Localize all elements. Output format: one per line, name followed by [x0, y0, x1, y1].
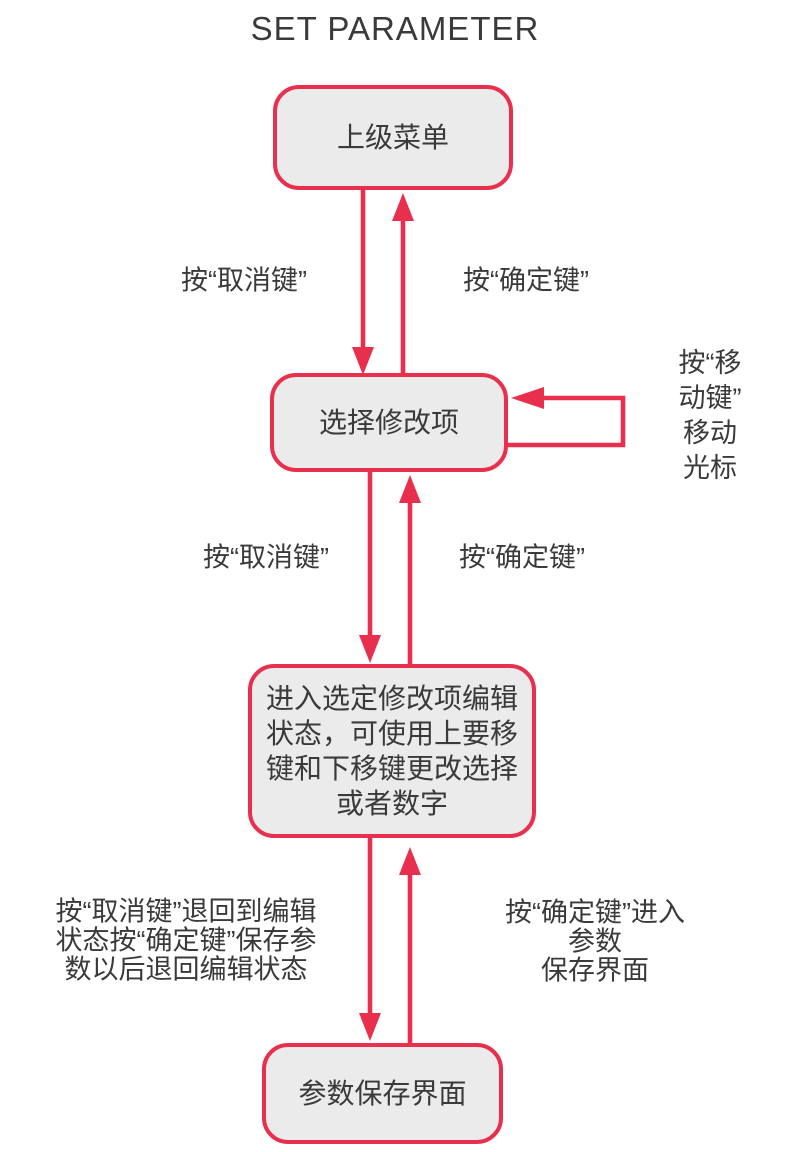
node-select-item: 选择修改项 [270, 373, 508, 472]
arrowhead-down-icon [359, 635, 381, 663]
arrowhead-up-icon [399, 475, 421, 503]
edge-label-confirm-bottom: 按“确定键”进入参数 保存界面 [505, 897, 685, 986]
node-save-screen-label: 参数保存界面 [298, 1078, 467, 1109]
arrow-confirm-mid [399, 475, 421, 664]
arrow-cancel-bottom [359, 838, 381, 1041]
arrowhead-down-icon [359, 1013, 381, 1041]
node-save-screen: 参数保存界面 [262, 1043, 503, 1144]
arrow-cancel-top [352, 190, 374, 375]
arrowhead-left-icon [511, 387, 544, 409]
edge-label-confirm-mid: 按“确定键” [459, 542, 585, 573]
arrow-move-loop [506, 387, 623, 445]
page-title: SET PARAMETER [250, 10, 540, 47]
arrow-confirm-top [392, 193, 414, 373]
edge-label-move-loop: 按“移动键” 移动光标 [678, 348, 742, 483]
arrow-cancel-mid [359, 472, 381, 663]
arrowhead-down-icon [352, 347, 374, 375]
edge-label-cancel-mid: 按“取消键” [203, 542, 329, 573]
node-select-item-label: 选择修改项 [318, 407, 459, 438]
edge-label-cancel-bottom: 按“取消键”退回到编辑 状态按“确定键”保存参 数以后退回编辑状态 [55, 896, 317, 985]
edge-label-confirm-top: 按“确定键” [463, 265, 589, 296]
node-edit-state-label: 进入选定修改项编辑 状态，可使用上要移 键和下移键更改选择 或者数字 [265, 683, 518, 819]
arrowhead-up-icon [399, 847, 421, 875]
node-top-menu: 上级菜单 [273, 85, 513, 190]
arrow-confirm-bottom [399, 847, 421, 1043]
arrowhead-up-icon [392, 193, 414, 221]
node-top-menu-label: 上级菜单 [336, 122, 449, 153]
node-edit-state: 进入选定修改项编辑 状态，可使用上要移 键和下移键更改选择 或者数字 [248, 664, 536, 838]
edge-label-cancel-top: 按“取消键” [181, 265, 307, 296]
